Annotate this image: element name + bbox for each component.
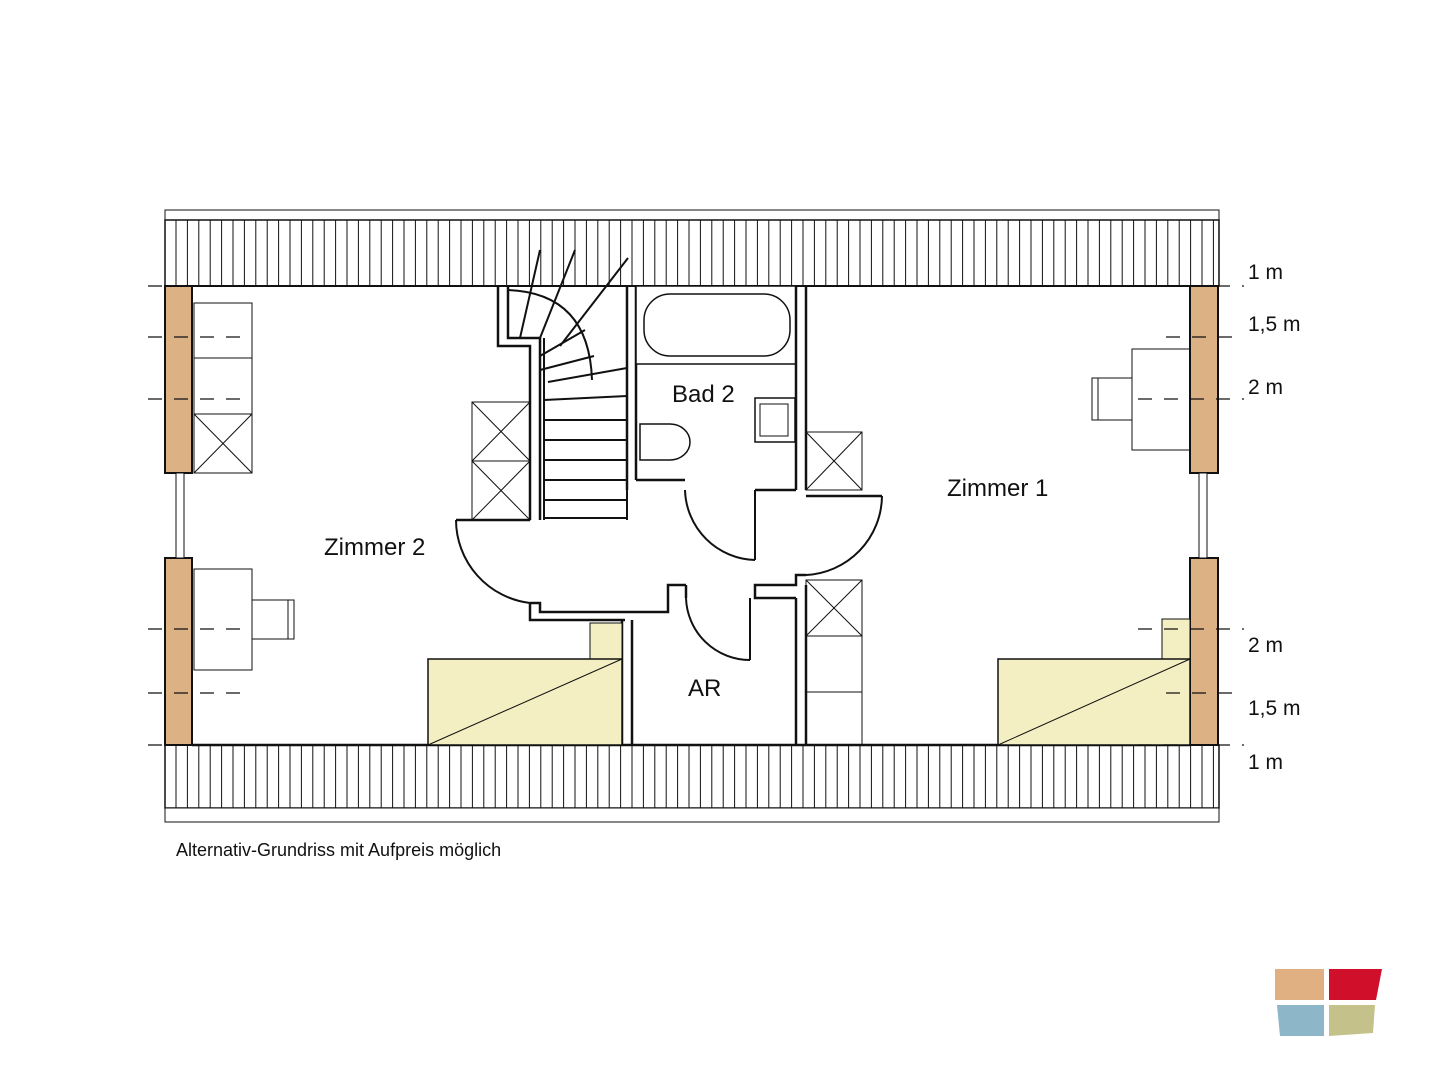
cabinet-stairs [471, 401, 531, 521]
room-label-zimmer2: Zimmer 2 [324, 534, 425, 561]
height-label: 1,5 m [1248, 313, 1301, 336]
roof-bottom [164, 744, 1220, 823]
window-right-lower [1189, 557, 1219, 746]
staircase [507, 249, 629, 520]
logo-tile [1329, 969, 1382, 1000]
company-logo [1275, 969, 1382, 1036]
logo-tile [1277, 1005, 1324, 1036]
bed-right [997, 618, 1191, 746]
room-label-ar: AR [688, 675, 721, 702]
cabinet-right-lower [805, 579, 863, 746]
height-label: 1,5 m [1248, 697, 1301, 720]
plan-caption: Alternativ-Grundriss mit Aufpreis möglic… [176, 840, 502, 860]
bed-left [427, 622, 623, 746]
window-left-upper [164, 285, 193, 474]
storage-room-walls [620, 585, 808, 745]
logo-tile [1275, 969, 1324, 1000]
hall [455, 489, 883, 661]
desk-left [193, 568, 295, 671]
height-label: 1 m [1248, 751, 1283, 774]
height-markers-left [148, 285, 246, 746]
room-label-bad: Bad 2 [672, 381, 735, 408]
height-label: 2 m [1248, 634, 1283, 657]
height-label: 1 m [1248, 261, 1283, 284]
height-label: 2 m [1248, 376, 1283, 399]
logo-tile [1329, 1005, 1375, 1036]
roof-top [164, 209, 1220, 287]
cabinet-right-upper [805, 431, 863, 491]
window-right-upper [1189, 285, 1219, 474]
bathroom [635, 285, 808, 492]
wardrobe-left [193, 302, 253, 474]
height-markers-right [1138, 285, 1244, 746]
window-left-lower [164, 557, 193, 746]
stair-walls [496, 286, 638, 520]
room-label-zimmer1: Zimmer 1 [947, 475, 1048, 502]
